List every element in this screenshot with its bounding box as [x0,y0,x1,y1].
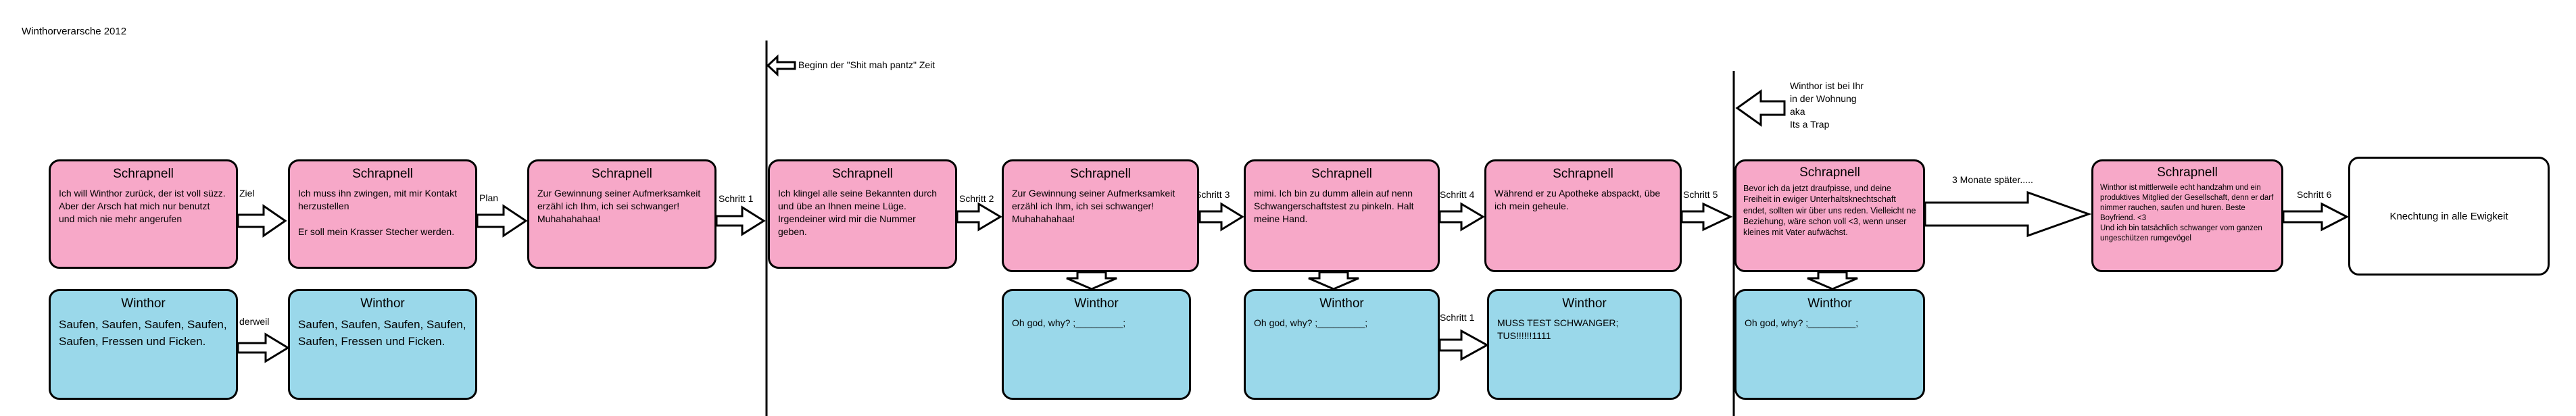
schrapnell-box-9: Schrapnell Winthor ist mittlerweile echt… [2091,159,2283,272]
label-schritt3: Schritt 3 [1195,189,1230,200]
box-title: Schrapnell [2157,165,2218,180]
box-text: Oh god, why? ;_________; [1745,317,1859,328]
label-derweil: derweil [239,316,270,327]
label-schritt1: Schritt 1 [719,193,754,204]
box-title: Winthor [1074,296,1119,311]
arrow-schritt5 [1680,202,1733,232]
arrow-schritt6 [2282,202,2350,232]
winthor-box-6: Winthor Oh god, why? ;_________; [1734,289,1925,400]
label-plan: Plan [479,192,499,203]
arrow-down-3 [1807,271,1858,290]
winthor-box-2: Winthor Saufen, Saufen, Saufen, Saufen, … [288,289,477,400]
arrow-down-1 [1066,271,1117,290]
arrow-derweil [237,332,290,363]
schrapnell-box-6: Schrapnell mimi. Ich bin zu dumm allein … [1244,159,1440,272]
label-schritt4: Schritt 4 [1440,189,1475,200]
schrapnell-box-5: Schrapnell Zur Gewinnung seiner Aufmerks… [1002,159,1199,272]
box-text: Oh god, why? ;_________; [1254,317,1368,328]
arrow-schritt3 [1198,202,1244,232]
arrow-wohnung [1735,89,1786,127]
box-title: Schrapnell [591,167,652,181]
annotation-shit-zeit: Beginn der "Shit mah pantz" Zeit [798,59,935,70]
box-title: Schrapnell [113,167,174,181]
schrapnell-box-4: Schrapnell Ich klingel alle seine Bekann… [768,159,957,269]
box-text: Knechtung in alle Ewigkeit [2389,210,2508,222]
box-title: Winthor [360,296,405,311]
schrapnell-box-2: Schrapnell Ich muss ihn zwingen, mit mir… [288,159,477,269]
box-text: Zur Gewinnung seiner Aufmerksamkeit erzä… [537,188,701,224]
arrow-plan [476,204,528,238]
arrow-down-2 [1308,271,1359,290]
label-schritt2: Schritt 2 [959,193,994,204]
box-title: Schrapnell [832,167,893,181]
box-text: mimi. Ich bin zu dumm allein auf nenn Sc… [1254,188,1414,224]
label-schritt1b: Schritt 1 [1440,312,1475,323]
arrow-shit-zeit [766,54,796,77]
arrow-ziel [237,204,287,238]
diagram-title: Winthorverarsche 2012 [22,26,127,37]
box-title: Winthor [1807,296,1852,311]
box-title: Winthor [121,296,166,311]
final-box: Knechtung in alle Ewigkeit [2348,157,2550,276]
schrapnell-box-3: Schrapnell Zur Gewinnung seiner Aufmerks… [527,159,716,269]
box-text: Winthor ist mittlerweile echt handzahm u… [2100,184,2274,242]
box-text: Saufen, Saufen, Saufen, Saufen, Saufen, … [59,318,227,348]
arrow-schritt1b [1438,329,1490,361]
schrapnell-box-7: Schrapnell Während er zu Apotheke abspac… [1484,159,1682,272]
arrow-schritt1 [715,205,766,236]
box-text: Zur Gewinnung seiner Aufmerksamkeit erzä… [1012,188,1175,224]
winthor-box-4: Winthor Oh god, why? ;_________; [1244,289,1440,400]
label-ziel: Ziel [239,188,255,199]
box-text: MUSS TEST SCHWANGER; TUS!!!!!!1111 [1497,317,1619,341]
schrapnell-box-1: Schrapnell Ich will Winthor zurück, der … [49,159,238,269]
box-title: Schrapnell [1311,167,1372,181]
annotation-wohnung: Winthor ist bei Ihr in der Wohnung aka I… [1790,80,1864,130]
box-title: Schrapnell [1070,167,1131,181]
box-title: Schrapnell [1553,167,1613,181]
arrow-monate [1924,190,2092,238]
box-text: Ich klingel alle seine Bekannten durch u… [778,188,938,237]
box-text: Ich muss ihn zwingen, mit mir Kontakt he… [298,188,457,237]
winthor-box-3: Winthor Oh god, why? ;_________; [1002,289,1191,400]
box-text: Während er zu Apotheke abspackt, übe ich… [1494,188,1661,211]
winthor-box-1: Winthor Saufen, Saufen, Saufen, Saufen, … [49,289,238,400]
box-title: Winthor [1319,296,1364,311]
arrow-schritt4 [1438,202,1485,232]
label-schritt6: Schritt 6 [2297,189,2332,200]
box-text: Bevor ich da jetzt draufpisse, und deine… [1743,184,1916,237]
box-text: Ich will Winthor zurück, der ist voll sü… [59,188,226,224]
box-title: Schrapnell [1799,165,1860,180]
winthor-box-5: Winthor MUSS TEST SCHWANGER; TUS!!!!!!11… [1487,289,1682,400]
box-title: Schrapnell [352,167,413,181]
box-text: Saufen, Saufen, Saufen, Saufen, Saufen, … [298,318,466,348]
box-text: Oh god, why? ;_________; [1012,317,1126,328]
label-schritt5: Schritt 5 [1683,189,1718,200]
box-title: Winthor [1562,296,1607,311]
schrapnell-box-8: Schrapnell Bevor ich da jetzt draufpisse… [1734,159,1925,272]
arrow-schritt2 [956,202,1002,232]
annotation-monate: 3 Monate später..... [1952,174,2033,185]
